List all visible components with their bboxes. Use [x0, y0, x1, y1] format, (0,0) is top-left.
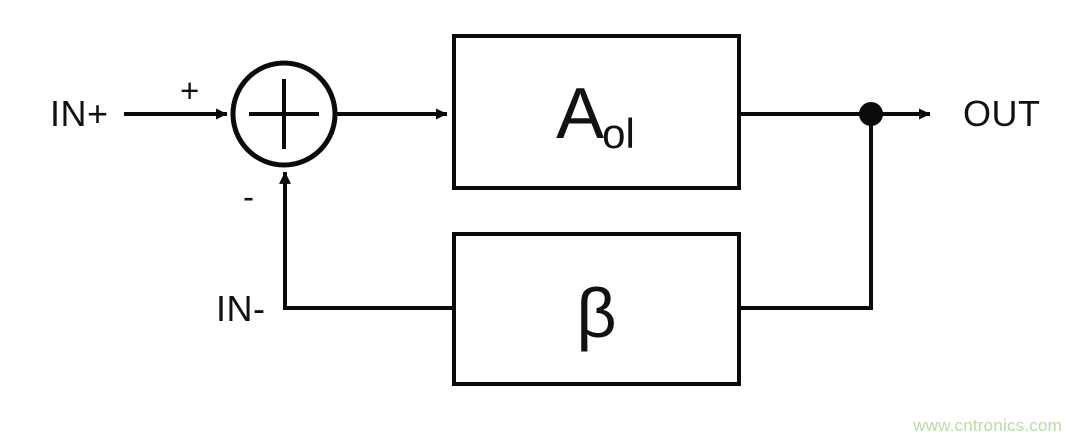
open-loop-gain-block[interactable]: Aol [452, 34, 741, 190]
watermark: www.cntronics.com [913, 416, 1062, 435]
open-loop-gain-subscript: ol [602, 110, 635, 157]
open-loop-gain-symbol: A [556, 74, 605, 154]
open-loop-gain-label: Aol [556, 78, 637, 155]
feedback-factor-block[interactable]: β [452, 232, 741, 386]
input-negative-label: IN- [216, 288, 266, 329]
positive-sign-label: + [180, 72, 200, 109]
feedback-factor-label: β [576, 274, 617, 352]
output-label: OUT [963, 93, 1041, 134]
negative-sign-label: - [243, 178, 254, 215]
input-positive-label: IN+ [50, 93, 109, 134]
